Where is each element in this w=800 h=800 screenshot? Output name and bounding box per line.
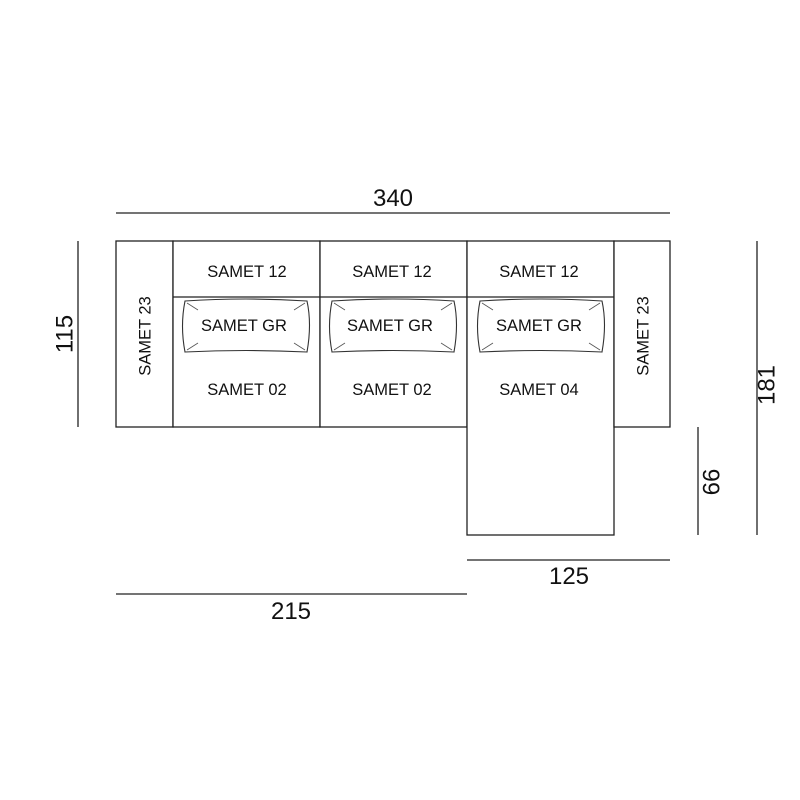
right-arm-outline xyxy=(613,240,671,428)
depth-label: 115 xyxy=(51,315,78,353)
left-arm-module: SAMET 23 xyxy=(115,240,174,428)
total-width-label: 340 xyxy=(373,185,413,212)
chaise-extension-label: 66 xyxy=(698,469,725,496)
chaise-module: SAMET 12 SAMET GR SAMET 04 xyxy=(466,240,615,536)
seat-2-pillow: SAMET GR xyxy=(328,298,458,353)
seat-2-pillow-label: SAMET GR xyxy=(347,317,433,335)
seat-1-pillow-shape xyxy=(181,298,311,353)
chaise-pillow-shape xyxy=(476,298,606,353)
chaise-pillow-label: SAMET GR xyxy=(496,317,582,335)
seat-2-back-label: SAMET 12 xyxy=(352,263,431,281)
chaise-seat-label: SAMET 04 xyxy=(499,381,578,399)
chaise-pillow-folds xyxy=(481,302,601,351)
left-width-label: 215 xyxy=(271,598,311,625)
seat-module-2: SAMET 12 SAMET GR SAMET 02 xyxy=(319,240,468,428)
seat-1-pillow: SAMET GR xyxy=(181,298,311,353)
seat-module-1: SAMET 12 SAMET GR SAMET 02 xyxy=(172,240,321,428)
chaise-back-label: SAMET 12 xyxy=(499,263,578,281)
left-arm-label: SAMET 23 xyxy=(136,296,154,375)
seat-1-pillow-label: SAMET GR xyxy=(201,317,287,335)
seat-1-seat-label: SAMET 02 xyxy=(207,381,286,399)
seat-2-pillow-folds xyxy=(333,302,453,351)
seat-2-seat-label: SAMET 02 xyxy=(352,381,431,399)
seat-2-pillow-shape xyxy=(328,298,458,353)
right-arm-module: SAMET 23 xyxy=(613,240,671,428)
chaise-pillow: SAMET GR xyxy=(476,298,606,353)
left-arm-outline xyxy=(115,240,174,428)
seat-1-pillow-folds xyxy=(186,302,306,351)
seat-1-back-label: SAMET 12 xyxy=(207,263,286,281)
right-arm-label: SAMET 23 xyxy=(634,296,652,375)
chaise-outline xyxy=(466,240,615,536)
chaise-width-label: 125 xyxy=(549,563,589,590)
total-depth-label: 181 xyxy=(753,365,780,405)
